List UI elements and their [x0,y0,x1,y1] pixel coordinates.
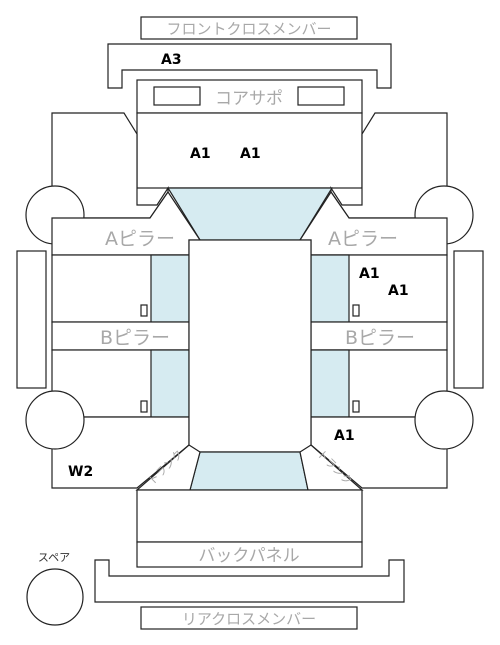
roof [188,239,312,453]
front-bumper-reinforcement [107,43,392,89]
rear-cross-member-box [140,606,358,630]
rear-quarter-right [310,416,448,489]
side-mirror-right [453,250,484,389]
b-pillar-right-label: Bピラー [345,327,415,349]
front-door-left-handle [140,304,148,317]
headlight-right [297,86,345,106]
rear-wheel-right [414,390,474,450]
rear-door-left-window [150,349,190,418]
back-panel-label: バックパネル [198,546,299,566]
mark-w2: W2 [68,464,93,480]
mark-a1-front-left: A1 [190,146,211,162]
mark-a3: A3 [161,52,182,68]
front-cross-member-label: フロントクロスメンバー [166,20,331,38]
mark-a1-right-upper-2: A1 [388,283,409,299]
core-support-label: コアサポ [215,89,283,109]
rear-quarter-left [51,416,190,489]
rear-door-left-handle [140,400,148,413]
front-cross-member-box [140,16,358,40]
mark-a1-front-right: A1 [240,146,261,162]
rear-window [189,451,309,491]
rear-wheel-left [25,390,85,450]
mark-a1-right-lower: A1 [334,428,355,444]
a-pillar-left-label: Aピラー [105,228,175,250]
rear-door-right-handle [352,400,360,413]
b-pillar-right [310,321,448,351]
rear-door-right-window [310,349,350,418]
headlight-left [153,86,201,106]
back-panel [136,541,363,568]
spare-tire [26,568,84,626]
trunk-lid [136,489,363,543]
mark-a1-right-upper: A1 [359,266,380,282]
front-door-right-handle [352,304,360,317]
front-door-right-window [310,254,350,323]
b-pillar-left-label: Bピラー [100,327,170,349]
spare-label: スペア [38,551,70,564]
rear-cross-member-label: リアクロスメンバー [182,610,316,628]
b-pillar-left [51,321,190,351]
a-pillar-right-label: Aピラー [328,228,398,250]
rear-bumper-reinforcement [94,559,405,603]
side-mirror-left [16,250,47,389]
front-door-left-window [150,254,190,323]
